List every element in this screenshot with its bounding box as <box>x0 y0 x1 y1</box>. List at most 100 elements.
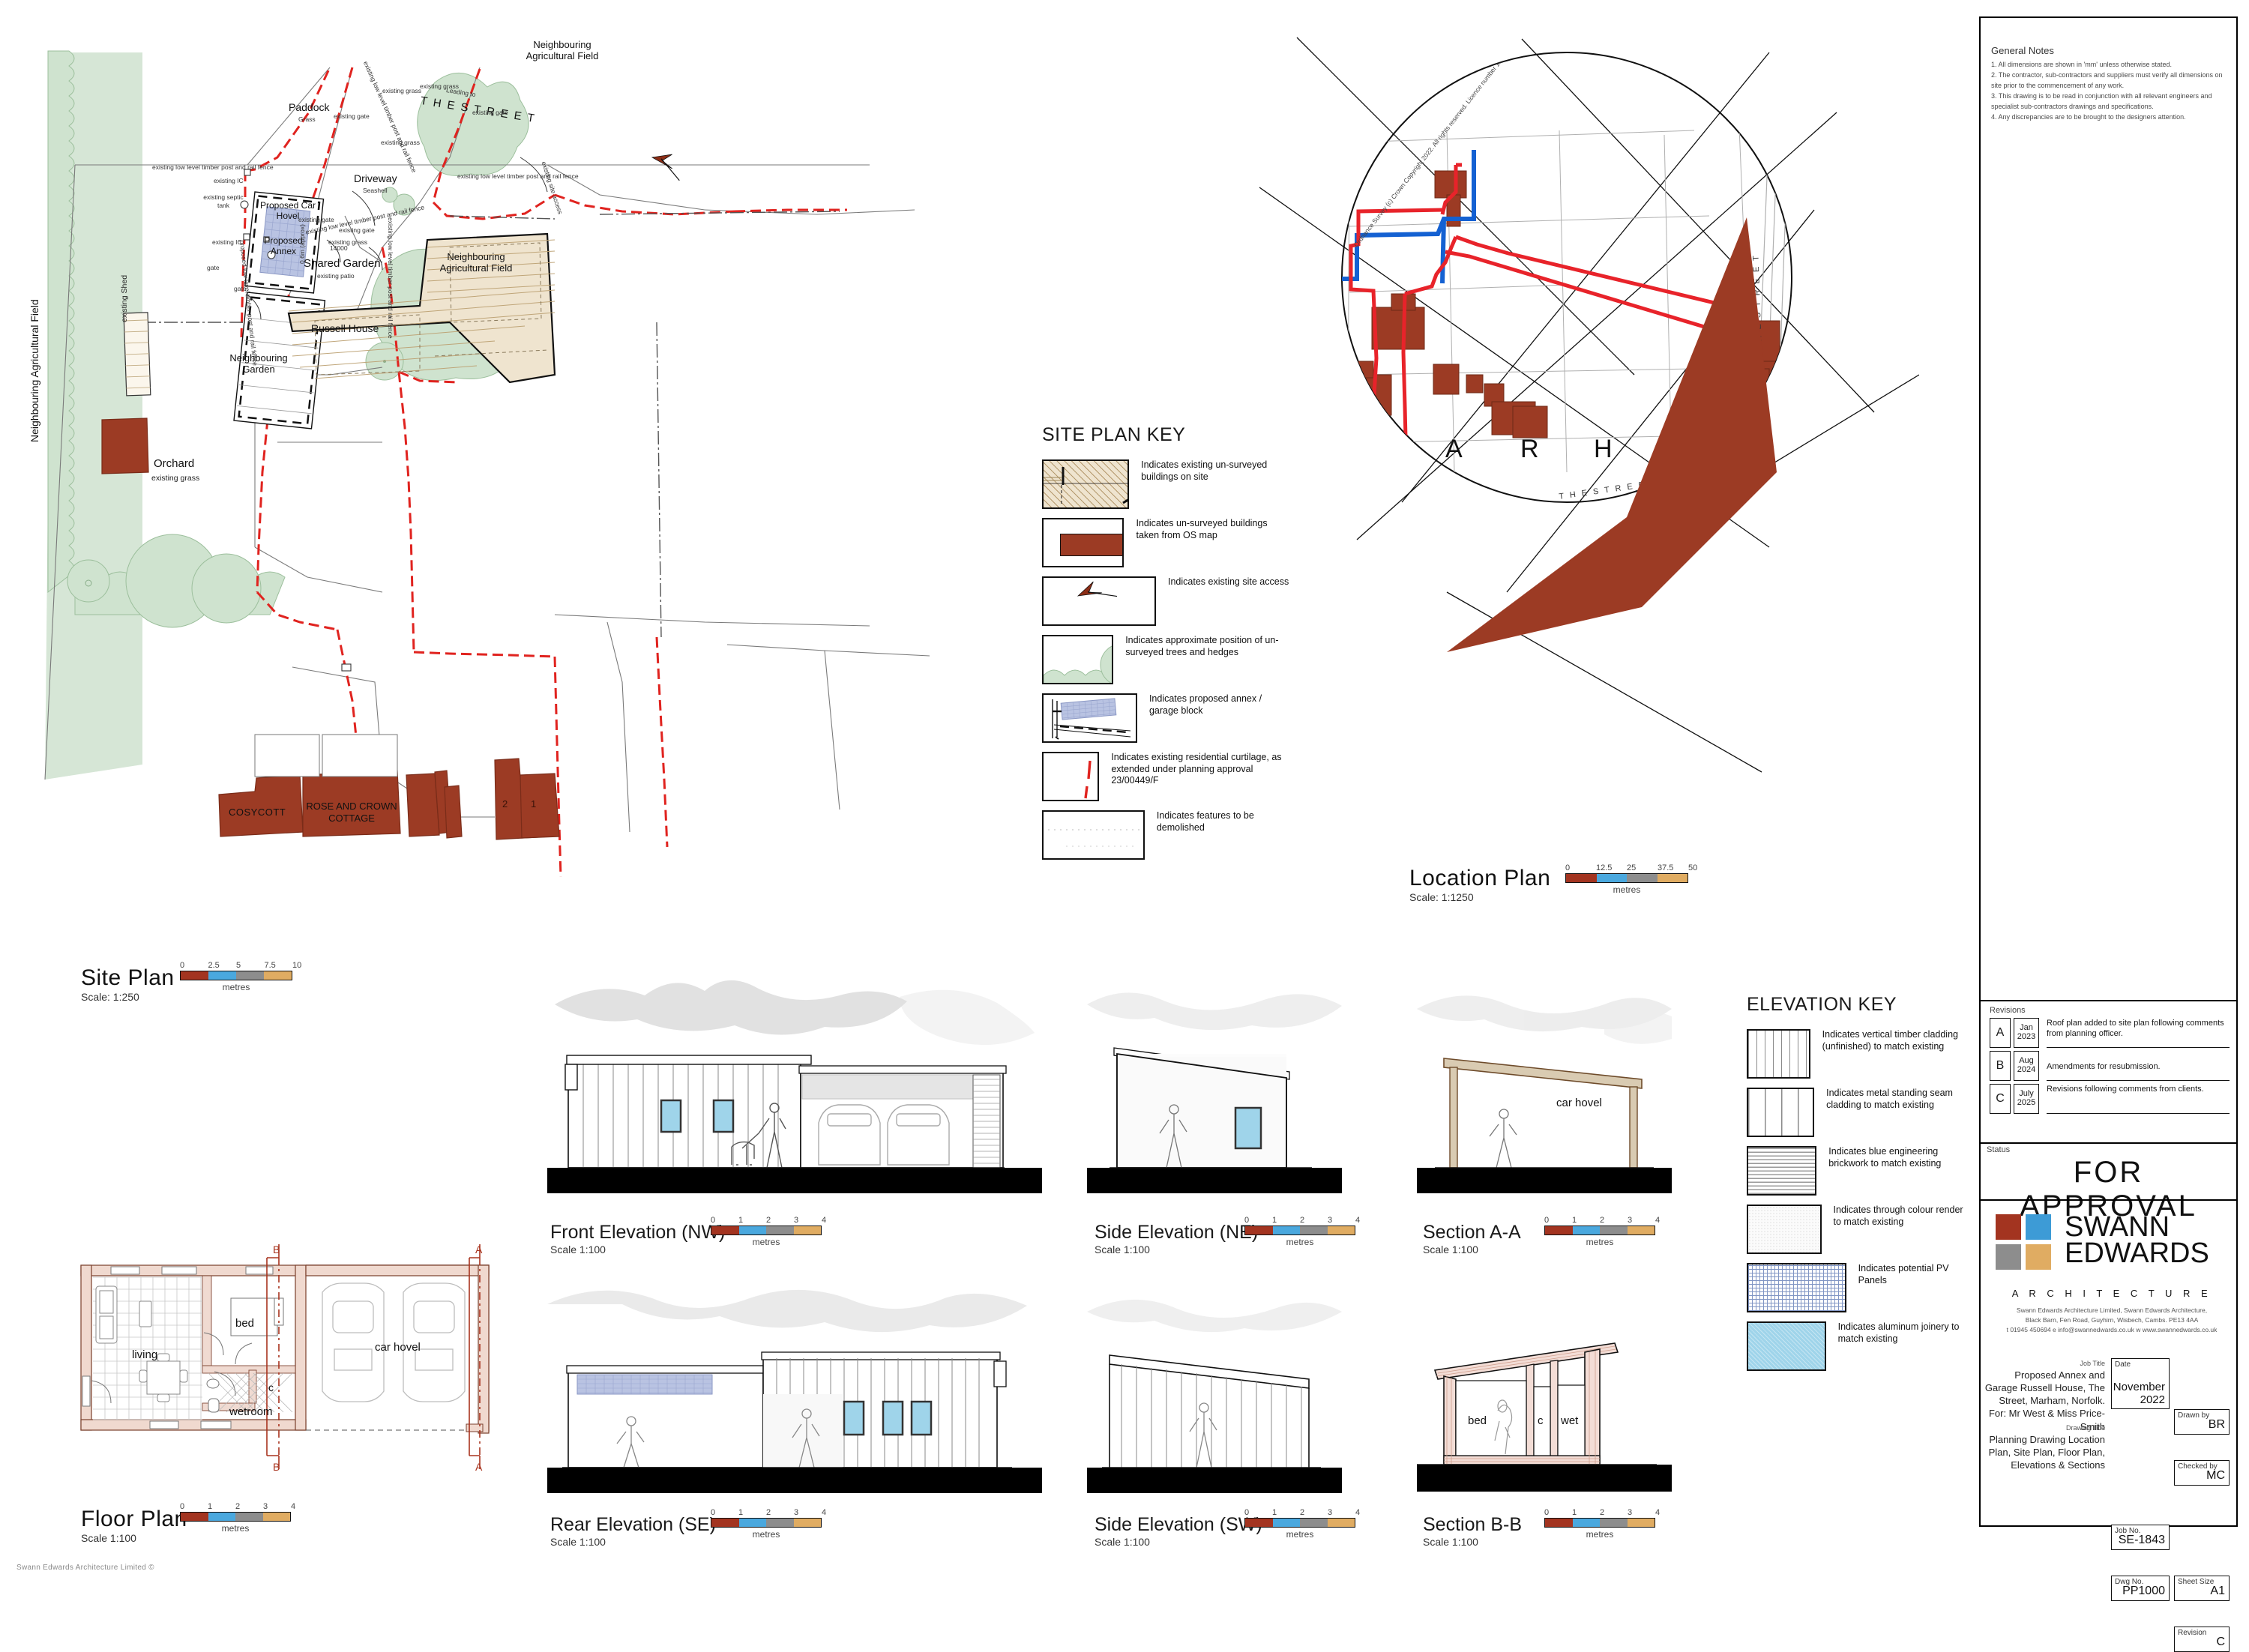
elevation-key: ELEVATION KEY Indicates vertical timber … <box>1747 994 1964 1380</box>
job-title: Proposed Annex and Garage Russell House,… <box>1984 1369 2105 1432</box>
svg-text:R: R <box>1520 435 1539 463</box>
status-badge: FOR APPROVAL <box>2020 1156 2197 1223</box>
label-neighbouring-field-top: Neighbouring Agricultural Field <box>526 39 599 61</box>
label-existing-gate-2: existing gate <box>472 109 508 116</box>
site-access-arrow-icon <box>651 154 680 181</box>
key-label: Indicates aluminum joinery to match exis… <box>1837 1321 1960 1344</box>
section-bb-scalebar: 0 1 2 3 4 metres <box>1544 1508 1661 1540</box>
side-elevation-sw-scalebar: 0 1 2 3 4 metres <box>1244 1508 1361 1540</box>
floor-plan-scale: Scale 1:100 <box>81 1532 136 1544</box>
section-aa-title-group: Section A-A Scale 1:100 <box>1423 1222 1521 1255</box>
practice-name-line1: SWANN <box>2065 1211 2170 1243</box>
field-caption: Sheet Size <box>2178 1578 2215 1586</box>
location-plan-title-group: Location Plan Scale: 1:1250 <box>1409 866 1550 903</box>
logo-square-tan <box>2026 1244 2051 1270</box>
label-proposed-annex: Proposed Annex <box>264 235 303 256</box>
label-existing-grass-3: existing grass <box>328 238 367 246</box>
location-plan-drawing: M A R H A M T H E S T R E E T T H E S T … <box>1244 22 1919 832</box>
svg-text:c: c <box>268 1381 274 1393</box>
drawing-title: Planning Drawing Location Plan, Site Pla… <box>1988 1434 2105 1471</box>
section-aa-drawing: car hovel <box>1417 974 1672 1199</box>
front-elevation-scalebar: 0 1 2 3 4 metres <box>711 1216 827 1247</box>
front-elevation-scale: Scale 1:100 <box>550 1243 606 1255</box>
key-label: Indicates through colour render to match… <box>1833 1205 1963 1227</box>
general-note: 2. The contractor, sub-contractors and s… <box>1991 70 2223 89</box>
label-orchard: Orchard <box>154 457 195 470</box>
svg-text:A: A <box>475 1244 483 1255</box>
job-no-field: Job No. SE-1843 <box>2111 1525 2170 1550</box>
general-notes: General Notes 1. All dimensions are show… <box>1991 45 2230 123</box>
scalebar-unit: metres <box>1586 1237 1614 1247</box>
footer-copyright: Swann Edwards Architecture Limited © <box>16 1564 154 1572</box>
revisions-table: Revisions A Jan 2023 Roof plan added to … <box>1990 1006 2230 1117</box>
logo-square-red <box>1996 1214 2021 1240</box>
proposed-annex-swatch <box>1042 693 1137 743</box>
practice-logo: SWANN EDWARDS <box>1996 1211 2209 1270</box>
title-block-frame: General Notes 1. All dimensions are show… <box>1979 16 2238 1652</box>
key-label: Indicates potential PV Panels <box>1858 1263 1949 1285</box>
key-item: Indicates potential PV Panels <box>1747 1263 1964 1312</box>
rear-elevation-title-group: Rear Elevation (SE) Scale 1:100 <box>550 1514 716 1548</box>
revision-date: Aug 2024 <box>2014 1051 2039 1081</box>
location-plan-title: Location Plan <box>1409 866 1551 890</box>
field-caption: Date <box>2115 1360 2131 1369</box>
site-access-arrow-swatch <box>1042 576 1156 626</box>
label-dim-0-6m: 0.6m (approx) <box>298 224 306 264</box>
label-driveway-sub: Seashell <box>363 187 388 194</box>
label-existing-grass-1: existing grass <box>382 87 421 94</box>
field-caption: Checked by <box>2178 1462 2218 1471</box>
date-field: Date November 2022 <box>2111 1358 2170 1409</box>
key-label: Indicates approximate position of un-sur… <box>1125 635 1279 657</box>
revision-date: July 2025 <box>2014 1084 2039 1114</box>
key-label: Indicates metal standing seam cladding t… <box>1826 1088 1953 1110</box>
svg-text:A: A <box>475 1461 483 1473</box>
scalebar-unit: metres <box>222 982 250 992</box>
label-existing-gate-4: existing gate <box>339 226 375 234</box>
field-value: BR <box>2208 1418 2225 1431</box>
key-item: Indicates existing un-surveyed buildings… <box>1042 459 1289 509</box>
revision-date: Jan 2023 <box>2014 1018 2039 1048</box>
side-elevation-ne-scalebar: 0 1 2 3 4 metres <box>1244 1216 1361 1247</box>
logo-square-grey <box>1996 1244 2021 1270</box>
label-driveway: Driveway <box>354 172 397 184</box>
key-item: Indicates un-surveyed buildings taken fr… <box>1042 518 1289 567</box>
scalebar-unit: metres <box>752 1237 780 1247</box>
label-existing-septic: existing septic tank <box>203 193 244 209</box>
label-neighbouring-field-right: Neighbouring Agricultural Field <box>439 251 513 274</box>
svg-text:car hovel: car hovel <box>375 1341 421 1354</box>
floor-plan-scalebar: 0 1 2 3 4 metres <box>180 1502 296 1534</box>
render-swatch <box>1747 1205 1822 1254</box>
scalebar-unit: metres <box>1613 884 1641 895</box>
vertical-timber-swatch <box>1747 1029 1810 1079</box>
key-label: Indicates proposed annex / garage block <box>1148 693 1262 716</box>
key-item: Indicates vertical timber cladding (unfi… <box>1747 1029 1964 1079</box>
pv-panel-swatch <box>1747 1263 1846 1312</box>
table-row: C July 2025 Revisions following comments… <box>1990 1084 2230 1114</box>
key-item: Indicates blue engineering brickwork to … <box>1747 1146 1964 1196</box>
status-caption: Status <box>1987 1145 2011 1154</box>
rear-elevation-scalebar: 0 1 2 3 4 metres <box>711 1508 827 1540</box>
section-aa-scalebar: 0 1 2 3 4 metres <box>1544 1216 1661 1247</box>
side-elevation-ne-title-group: Side Elevation (NE) Scale 1:100 <box>1095 1222 1258 1255</box>
rear-elevation-title: Rear Elevation (SE) <box>550 1514 716 1535</box>
field-caption: Drawn by <box>2178 1411 2210 1420</box>
label-existing-shed: existing Shed <box>120 274 129 322</box>
side-elevation-sw-title: Side Elevation (SW) <box>1095 1514 1262 1535</box>
logo-square-blue <box>2026 1214 2051 1240</box>
aluminium-joinery-swatch <box>1747 1321 1826 1371</box>
scalebar-unit: metres <box>221 1523 250 1534</box>
label-existing-ic-2: existing IC <box>212 238 242 246</box>
label-paddock-sub: Grass <box>298 115 316 123</box>
table-row: B Aug 2024 Amendments for resubmission. <box>1990 1051 2230 1081</box>
key-item: Indicates features to be demolished <box>1042 810 1289 860</box>
label-plot-1: 1 <box>531 798 537 810</box>
svg-text:car hovel: car hovel <box>1556 1097 1602 1109</box>
section-aa-scale: Scale 1:100 <box>1423 1243 1478 1255</box>
scalebar-unit: metres <box>1586 1529 1614 1540</box>
revision-ref: B <box>1990 1051 2011 1081</box>
key-item: Indicates proposed annex / garage block <box>1042 693 1289 743</box>
field-value: PP1000 <box>2122 1585 2165 1597</box>
section-bb-title-group: Section B-B Scale 1:100 <box>1423 1514 1522 1548</box>
field-caption: Dwg No. <box>2115 1578 2144 1586</box>
key-item: Indicates existing site access <box>1042 576 1289 626</box>
